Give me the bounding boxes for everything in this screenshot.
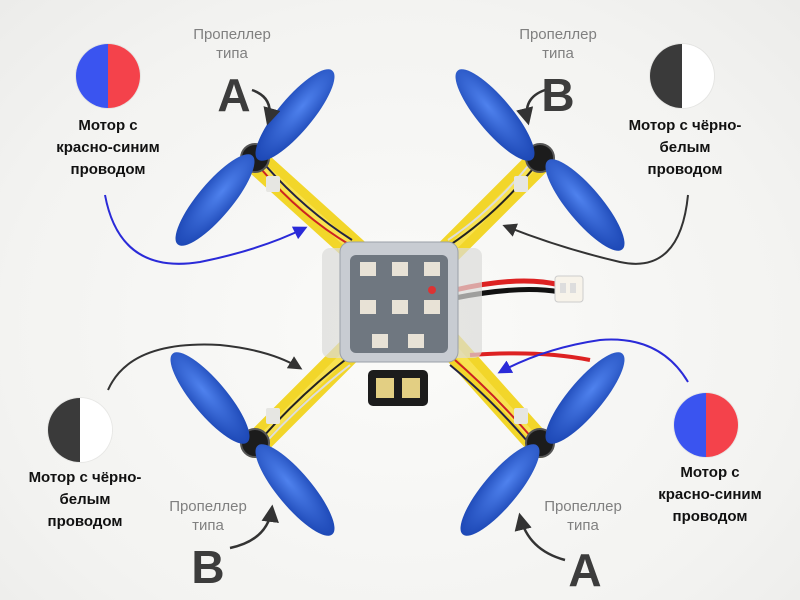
prop-type-letter-bottom-right: A [555,547,615,593]
prop-type-letter-top-right: B [528,72,588,118]
red-half [706,393,738,457]
motor-label-bottom-right: Мотор с красно-синим проводом [630,462,790,528]
red-half [108,44,140,108]
prop-type-letter-top-left: A [204,72,264,118]
motor-label-top-right: Мотор с чёрно- белым проводом [605,115,765,181]
white-half [682,44,714,108]
prop-type-label-top-left: Пропеллер типа [172,25,292,63]
white-half [80,398,112,462]
motor-label-top-left: Мотор с красно-синим проводом [28,115,188,181]
prop-type-letter-bottom-left: B [178,544,238,590]
blue-half [76,44,108,108]
black-half [48,398,80,462]
prop-type-label-bottom-right: Пропеллер типа [523,497,643,535]
blue-half [674,393,706,457]
motor-label-bottom-left: Мотор с чёрно- белым проводом [5,467,165,533]
wire-color-indicator-top-left [76,44,140,108]
wire-color-indicator-bottom-right [674,393,738,457]
prop-type-label-top-right: Пропеллер типа [498,25,618,63]
black-half [650,44,682,108]
wire-color-indicator-bottom-left [48,398,112,462]
prop-type-label-bottom-left: Пропеллер типа [148,497,268,535]
flight-controller [322,242,482,406]
wire-color-indicator-top-right [650,44,714,108]
